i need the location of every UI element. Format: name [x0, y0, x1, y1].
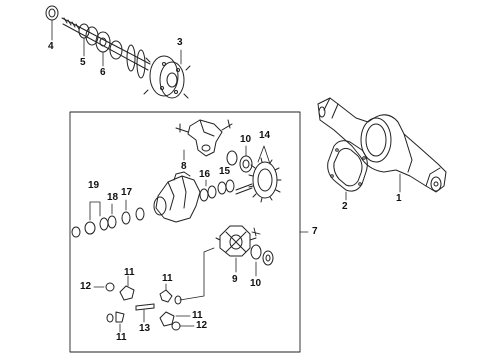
part-13-pinion-shaft	[135, 303, 155, 311]
shaft-spline	[63, 17, 80, 30]
part-2-gasket	[327, 140, 368, 192]
callout-1: 1	[396, 193, 402, 204]
callout-15: 15	[219, 166, 231, 177]
part-12-washer-right	[171, 321, 181, 331]
part-14-ring-and-pinion	[235, 157, 282, 203]
callout-4: 4	[48, 41, 54, 52]
callout-13: 13	[139, 323, 151, 334]
callout-10-upper: 10	[240, 134, 252, 145]
callout-10-lower: 10	[250, 278, 262, 289]
callout-8: 8	[181, 161, 187, 172]
callout-5: 5	[80, 57, 86, 68]
part-11-gear-a	[119, 285, 135, 301]
callout-9: 9	[232, 274, 238, 285]
callout-16: 16	[199, 169, 211, 180]
carrier-group-frame	[69, 111, 301, 353]
part-11-gear-d	[159, 311, 175, 327]
axle-shaft-assembly	[45, 5, 191, 99]
part-11-gear-c	[106, 311, 125, 323]
callout-12-left: 12	[80, 281, 92, 292]
part-19-shims	[71, 221, 96, 238]
part-6-retainer	[95, 31, 123, 60]
callout-11-b: 11	[162, 273, 173, 284]
part-10-bearing-upper	[226, 150, 253, 173]
callout-11-a: 11	[124, 267, 135, 278]
callout-12-right: 12	[196, 320, 208, 331]
callout-3: 3	[177, 37, 183, 48]
callout-11-c: 11	[116, 332, 127, 343]
part-11-gear-b	[159, 289, 173, 303]
part-12-washer-left	[105, 282, 115, 292]
part-18-bearing	[99, 215, 117, 231]
differential-carrier-case	[153, 171, 201, 223]
part-3-flange	[143, 55, 191, 99]
part-1-axle-housing	[317, 97, 447, 193]
callout-6: 6	[100, 67, 106, 78]
part-8-carrier-cap	[175, 119, 233, 157]
part-16-bearing	[199, 185, 217, 202]
part-10-bearing-lower	[250, 244, 274, 266]
part-4-seal	[45, 5, 59, 21]
callout-18: 18	[107, 192, 119, 203]
part-9-differential-case	[215, 225, 257, 257]
callout-2: 2	[342, 201, 348, 212]
part-17-shim	[121, 211, 131, 225]
callout-14: 14	[259, 130, 271, 141]
callout-19: 19	[88, 180, 100, 191]
callout-17: 17	[121, 187, 133, 198]
callout-7: 7	[312, 226, 318, 237]
callout-11-d: 11	[192, 310, 203, 321]
part-15-spacer	[217, 179, 235, 195]
